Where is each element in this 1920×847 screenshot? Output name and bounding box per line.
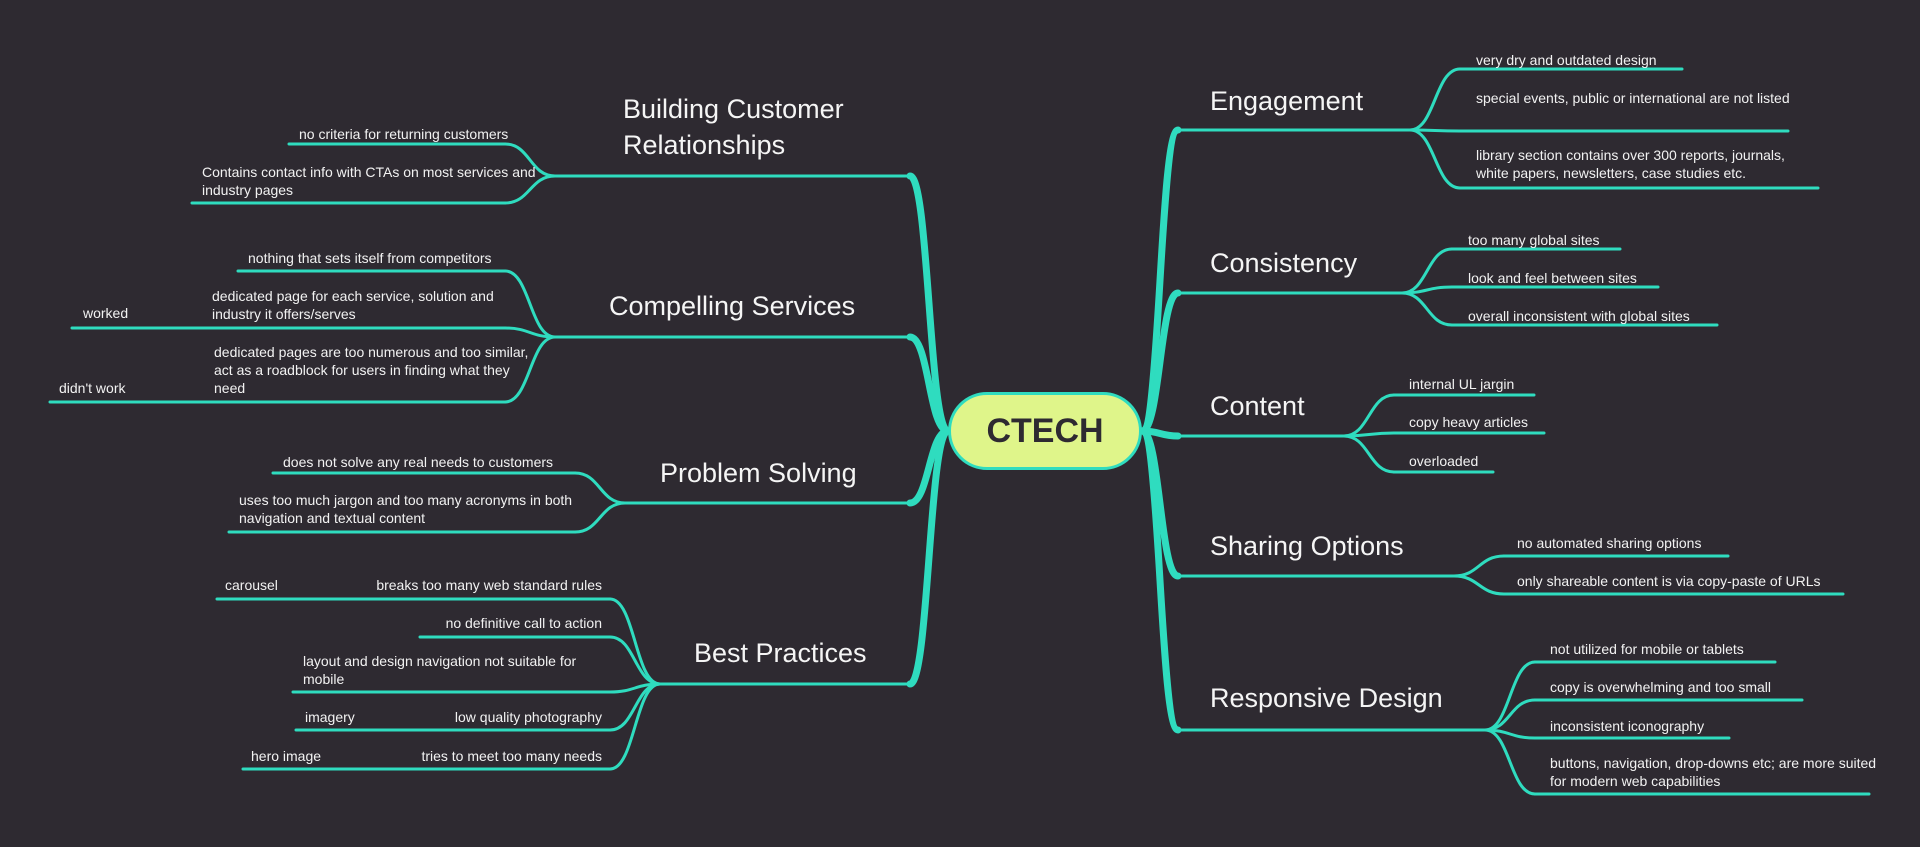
root-label: CTECH bbox=[986, 411, 1104, 450]
branch-compelling-services[interactable]: Compelling Services bbox=[609, 291, 856, 321]
branch-content[interactable]: Content bbox=[1210, 391, 1305, 421]
right-leaf-connector bbox=[1452, 554, 1506, 578]
leaf-responsive-3[interactable]: inconsistent iconography bbox=[1550, 718, 1705, 734]
leaf-building-2[interactable]: Contains contact info with CTAs on most … bbox=[202, 164, 536, 198]
left-leaf-connector bbox=[573, 501, 627, 534]
branch-best-practices[interactable]: Best Practices bbox=[694, 638, 867, 668]
leaf-problem-2[interactable]: uses too much jargon and too many acrony… bbox=[239, 492, 573, 526]
root-node[interactable]: CTECH bbox=[948, 392, 1142, 470]
branch-building-customer-relationships[interactable]: Building Customer Relationships bbox=[623, 94, 844, 160]
left-leaf-connector bbox=[608, 635, 662, 686]
leaf-responsive-4[interactable]: buttons, navigation, drop-downs etc; are… bbox=[1550, 755, 1877, 789]
leaf-engagement-2[interactable]: special events, public or international … bbox=[1476, 90, 1790, 106]
leaf-engagement-1[interactable]: very dry and outdated design bbox=[1476, 52, 1657, 68]
left-leaf-connector bbox=[503, 174, 557, 205]
left-leaf-connector bbox=[608, 682, 662, 771]
left-leaf-connector bbox=[503, 326, 557, 339]
leaf-sharing-1[interactable]: no automated sharing options bbox=[1517, 535, 1702, 551]
leaf-problem-1[interactable]: does not solve any real needs to custome… bbox=[283, 454, 554, 470]
right-leaf-connector bbox=[1483, 728, 1537, 796]
subleaf-worked[interactable]: worked bbox=[83, 305, 129, 321]
left-branch-connector bbox=[906, 172, 952, 435]
branch-engagement[interactable]: Engagement bbox=[1210, 86, 1364, 116]
leaf-practices-2[interactable]: no definitive call to action bbox=[445, 615, 602, 631]
subleaf-hero-image[interactable]: hero image bbox=[251, 748, 322, 764]
left-leaf-connector bbox=[503, 335, 557, 404]
leaf-practices-3[interactable]: layout and design navigation not suitabl… bbox=[303, 653, 577, 687]
leaf-consistency-2[interactable]: look and feel between sites bbox=[1468, 270, 1637, 286]
right-branch-connector bbox=[1138, 427, 1182, 734]
leaf-consistency-1[interactable]: too many global sites bbox=[1468, 232, 1600, 248]
leaf-sharing-2[interactable]: only shareable content is via copy-paste… bbox=[1517, 573, 1821, 589]
subleaf-didnt-work[interactable]: didn't work bbox=[59, 380, 126, 396]
leaf-responsive-1[interactable]: not utilized for mobile or tablets bbox=[1550, 641, 1744, 657]
leaf-engagement-3[interactable]: library section contains over 300 report… bbox=[1476, 147, 1785, 181]
right-leaf-connector bbox=[1452, 574, 1506, 596]
branch-responsive-design[interactable]: Responsive Design bbox=[1210, 683, 1443, 713]
branch-problem-solving[interactable]: Problem Solving bbox=[660, 458, 857, 488]
leaf-services-1[interactable]: nothing that sets itself from competitor… bbox=[248, 250, 492, 266]
subleaf-carousel[interactable]: carousel bbox=[225, 577, 278, 593]
right-leaf-connector bbox=[1408, 67, 1462, 132]
leaf-content-3[interactable]: overloaded bbox=[1409, 453, 1479, 469]
leaf-services-3[interactable]: dedicated pages are too numerous and too… bbox=[214, 344, 529, 396]
leaf-services-2[interactable]: dedicated page for each service, solutio… bbox=[212, 288, 494, 322]
branch-consistency[interactable]: Consistency bbox=[1210, 248, 1358, 278]
right-leaf-connector bbox=[1483, 660, 1537, 732]
branch-sharing-options[interactable]: Sharing Options bbox=[1210, 531, 1404, 561]
left-leaf-connector bbox=[503, 142, 557, 178]
leaf-responsive-2[interactable]: copy is overwhelming and too small bbox=[1550, 679, 1771, 695]
leaf-consistency-3[interactable]: overall inconsistent with global sites bbox=[1468, 308, 1690, 324]
right-leaf-connector bbox=[1483, 698, 1537, 732]
left-leaf-connector bbox=[503, 269, 557, 339]
subleaf-imagery[interactable]: imagery bbox=[305, 709, 355, 725]
left-leaf-connector bbox=[573, 471, 627, 505]
leaf-content-1[interactable]: internal UL jargin bbox=[1409, 376, 1515, 392]
leaf-practices-1[interactable]: breaks too many web standard rules bbox=[376, 577, 602, 593]
left-branch-connector bbox=[906, 333, 952, 435]
right-branch-connector bbox=[1138, 289, 1182, 435]
left-branch-connector bbox=[906, 427, 952, 688]
right-leaf-connector bbox=[1342, 393, 1396, 438]
leaf-building-1[interactable]: no criteria for returning customers bbox=[299, 126, 509, 142]
right-leaf-connector bbox=[1342, 434, 1396, 474]
leaf-content-2[interactable]: copy heavy articles bbox=[1409, 414, 1529, 430]
leaf-practices-5[interactable]: tries to meet too many needs bbox=[421, 748, 602, 764]
leaf-practices-4[interactable]: low quality photography bbox=[454, 709, 602, 725]
right-leaf-connector bbox=[1408, 128, 1462, 190]
left-leaf-connector bbox=[608, 597, 662, 686]
right-leaf-connector bbox=[1400, 291, 1454, 327]
